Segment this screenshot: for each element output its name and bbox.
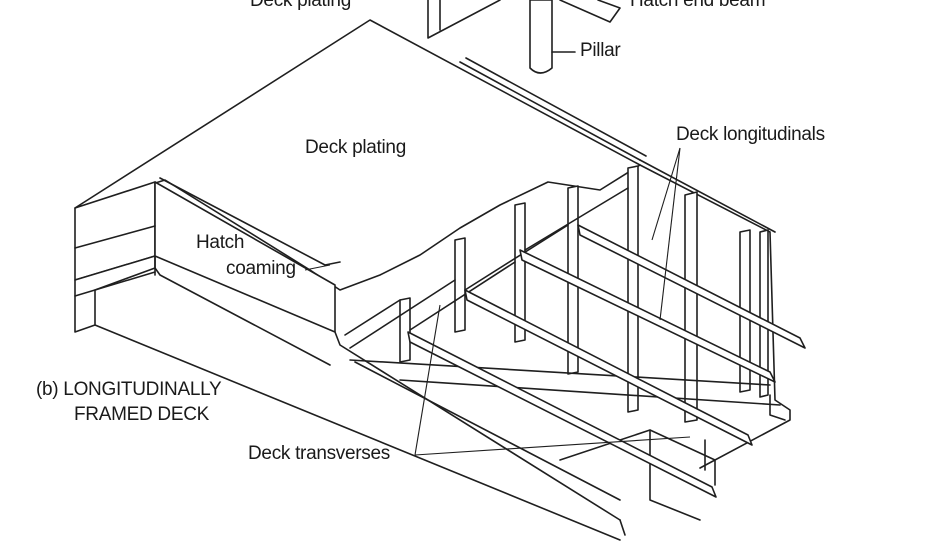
label-hatch: Hatch xyxy=(196,232,245,253)
hatch-end-beam xyxy=(427,0,621,39)
label-pillar: Pillar xyxy=(580,40,621,61)
label-deck-plating-top: Deck plating xyxy=(250,0,351,11)
deck-longitudinals-bars xyxy=(354,224,806,501)
caption-line-1: (b) LONGITUDINALLY xyxy=(36,379,222,400)
caption-line-2: FRAMED DECK xyxy=(74,404,209,425)
hatch-coaming xyxy=(74,177,621,541)
pillar xyxy=(529,0,576,74)
label-deck-transverses: Deck transverses xyxy=(248,443,390,464)
label-deck-longitudinals: Deck longitudinals xyxy=(676,124,825,145)
label-coaming: coaming xyxy=(226,258,296,279)
label-hatch-end-beam: Hatch end beam xyxy=(630,0,766,11)
leader-lines xyxy=(304,147,691,456)
label-deck-plating: Deck plating xyxy=(305,137,406,158)
